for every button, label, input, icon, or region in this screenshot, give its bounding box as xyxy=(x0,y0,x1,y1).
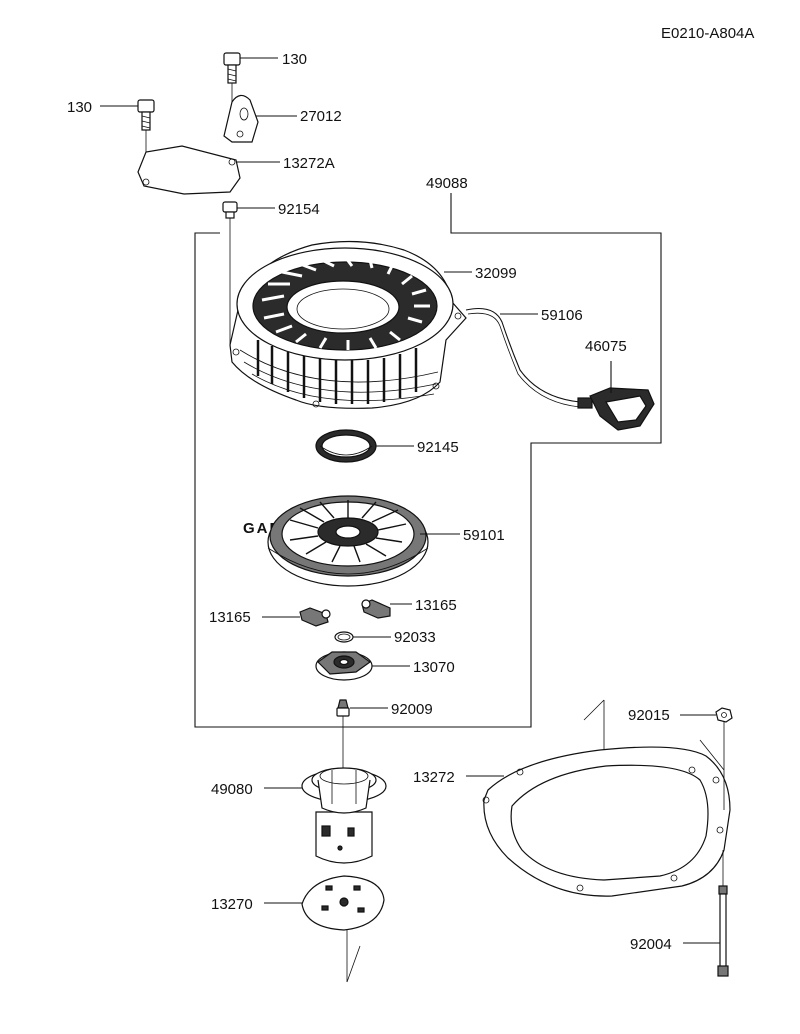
starter-handle-46075[interactable] xyxy=(577,387,655,431)
label-13272A: 13272A xyxy=(283,155,335,172)
label-13270: 13270 xyxy=(211,896,253,913)
starter-rope-59106[interactable] xyxy=(465,307,581,403)
label-32099: 32099 xyxy=(475,265,517,282)
plate-13270[interactable] xyxy=(301,875,385,931)
label-59101: 59101 xyxy=(463,527,505,544)
label-49080: 49080 xyxy=(211,781,253,798)
bolt-130-top[interactable] xyxy=(223,52,241,84)
nut-92015[interactable] xyxy=(715,707,733,723)
label-130-top: 130 xyxy=(282,51,307,68)
label-92154: 92154 xyxy=(278,201,320,218)
bracket-27012[interactable] xyxy=(223,94,259,143)
spring-92033[interactable] xyxy=(334,631,354,643)
label-13165-right: 13165 xyxy=(415,597,457,614)
cover-plate-13272A[interactable] xyxy=(137,145,241,195)
label-92145: 92145 xyxy=(417,439,459,456)
starter-case-32099[interactable] xyxy=(229,240,467,409)
label-13272: 13272 xyxy=(413,769,455,786)
label-92033: 92033 xyxy=(394,629,436,646)
diagram-code: E0210-A804A xyxy=(661,25,754,42)
label-92004: 92004 xyxy=(630,936,672,953)
assembly-bracket-49088 xyxy=(194,193,662,728)
reel-59101[interactable] xyxy=(267,495,429,587)
pawl-13165-left[interactable] xyxy=(299,607,331,627)
label-92015: 92015 xyxy=(628,707,670,724)
label-13165-left: 13165 xyxy=(209,609,251,626)
bolt-92154[interactable] xyxy=(222,201,238,219)
label-130-left: 130 xyxy=(67,99,92,116)
bolt-130-left[interactable] xyxy=(137,99,155,131)
ratchet-13070[interactable] xyxy=(315,651,373,681)
bolt-92009[interactable] xyxy=(336,699,350,717)
label-46075: 46075 xyxy=(585,338,627,355)
spring-92145[interactable] xyxy=(315,429,377,463)
pulley-49080[interactable] xyxy=(301,767,387,864)
stud-bolt-92004[interactable] xyxy=(717,885,729,977)
label-13070: 13070 xyxy=(413,659,455,676)
label-27012: 27012 xyxy=(300,108,342,125)
label-92009: 92009 xyxy=(391,701,433,718)
pawl-13165-right[interactable] xyxy=(361,599,391,619)
cover-13272[interactable] xyxy=(482,746,731,897)
label-49088: 49088 xyxy=(426,175,468,192)
label-59106: 59106 xyxy=(541,307,583,324)
